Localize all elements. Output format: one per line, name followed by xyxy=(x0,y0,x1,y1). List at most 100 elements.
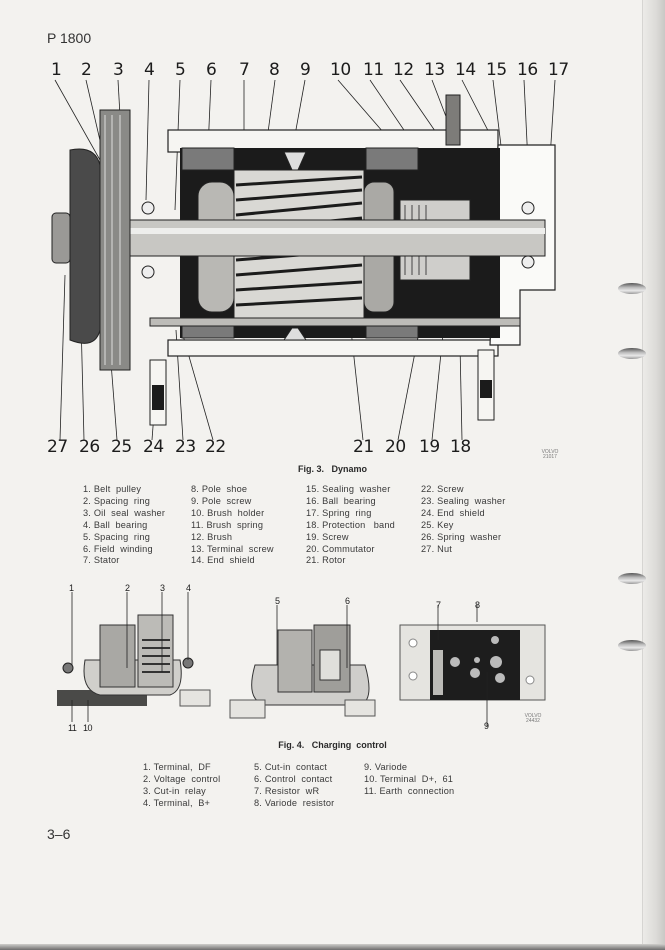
callout-23: 23 xyxy=(175,437,196,457)
legend-item: 14. End shield xyxy=(191,555,255,566)
legend-item: 23. Sealing washer xyxy=(421,495,506,506)
legend-item: 21. Rotor xyxy=(306,555,346,566)
page-header: P 1800 xyxy=(47,30,92,46)
callout-9: 9 xyxy=(300,60,311,80)
callout-f4-10: 10 xyxy=(83,723,93,733)
callout-19: 19 xyxy=(419,437,440,457)
legend-item: 22. Screw xyxy=(421,484,464,494)
legend-item: 17. Spring ring xyxy=(306,507,372,518)
callout-20: 20 xyxy=(385,437,406,457)
legend-item: 18. Protection band xyxy=(306,519,395,530)
callout-6: 6 xyxy=(206,60,217,80)
fig4-volvo-mark: VOLVO 24432 xyxy=(524,713,542,724)
legend-item: 3. Cut-in relay xyxy=(143,785,206,796)
fig4-caption: Fig. 4. Charging control xyxy=(278,740,387,750)
fig3-caption: Fig. 3. Dynamo xyxy=(297,464,367,474)
fig3-legend-col-3: 15. Sealing washer 16. Ball bearing 17. … xyxy=(306,484,395,567)
legend-item: 19. Screw xyxy=(306,531,349,542)
callout-f4-3: 3 xyxy=(160,583,165,593)
regulator-cover-off xyxy=(57,614,211,707)
legend-item: 27. Nut xyxy=(421,543,453,554)
legend-item: 9. Pole screw xyxy=(191,495,252,506)
fig4-legend-col-1: 1. Terminal, DF 2. Voltage control 3. Cu… xyxy=(143,762,220,810)
callout-f4-2: 2 xyxy=(125,583,130,593)
page-edge xyxy=(643,0,665,950)
fig4-legend-col-3: 9. Variode 10. Terminal D+, 61 11. Earth… xyxy=(364,762,454,798)
legend-item: 8. Variode resistor xyxy=(254,797,335,808)
regulator-relay-view xyxy=(229,624,376,719)
legend-item: 6. Control contact xyxy=(254,773,333,784)
callout-25: 25 xyxy=(111,437,132,457)
fig3-legend-col-2: 8. Pole shoe 9. Pole screw 10. Brush hol… xyxy=(191,484,274,567)
callout-17: 17 xyxy=(548,60,569,80)
legend-item: 20. Commutator xyxy=(306,543,375,554)
legend-item: 1. Terminal, DF xyxy=(143,762,211,772)
callout-f4-1: 1 xyxy=(69,583,74,593)
callout-2: 2 xyxy=(81,60,92,80)
binder-hole-icon xyxy=(618,573,646,584)
legend-item: 10. Brush holder xyxy=(191,507,265,518)
callout-f4-6: 6 xyxy=(345,596,350,606)
legend-item: 25. Key xyxy=(421,519,454,530)
legend-item: 5. Spacing ring xyxy=(83,531,151,542)
regulator-underside xyxy=(399,624,546,701)
page-bottom-edge xyxy=(0,944,665,950)
legend-item: 16. Ball bearing xyxy=(306,495,376,506)
legend-item: 11. Brush spring xyxy=(191,519,264,530)
callout-21: 21 xyxy=(353,437,374,457)
fig3-legend-col-4: 22. Screw 23. Sealing washer 24. End shi… xyxy=(421,484,506,555)
callout-f4-7: 7 xyxy=(436,600,441,610)
callout-f4-11: 11 xyxy=(68,723,77,733)
legend-item: 3. Oil seal washer xyxy=(83,507,166,518)
legend-item: 11. Earth connection xyxy=(364,785,455,796)
legend-item: 26. Spring washer xyxy=(421,531,502,542)
fig4-legend-col-2: 5. Cut-in contact 6. Control contact 7. … xyxy=(254,762,334,810)
callout-26: 26 xyxy=(79,437,100,457)
legend-item: 8. Pole shoe xyxy=(191,484,248,494)
legend-item: 15. Sealing washer xyxy=(306,484,391,494)
legend-item: 4. Ball bearing xyxy=(83,519,148,530)
legend-item: 6. Field winding xyxy=(83,543,153,554)
callout-27: 27 xyxy=(47,437,68,457)
callout-10: 10 xyxy=(330,60,351,80)
legend-item: 2. Spacing ring xyxy=(83,495,151,506)
charging-control-photos xyxy=(57,592,546,727)
binder-hole-icon xyxy=(618,640,646,651)
dynamo-cross-section-drawing xyxy=(51,79,556,441)
fig3-legend-col-1: 1. Belt pulley 2. Spacing ring 3. Oil se… xyxy=(83,484,165,567)
callout-18: 18 xyxy=(450,437,471,457)
callout-7: 7 xyxy=(239,60,250,80)
legend-item: 7. Stator xyxy=(83,555,120,566)
legend-item: 5. Cut-in contact xyxy=(254,762,328,772)
legend-item: 4. Terminal, B+ xyxy=(143,797,211,808)
callout-3: 3 xyxy=(113,60,124,80)
legend-item: 12. Brush xyxy=(191,531,233,542)
legend-item: 13. Terminal screw xyxy=(191,543,274,554)
callout-f4-5: 5 xyxy=(275,596,280,606)
callout-1: 1 xyxy=(51,60,62,80)
legend-item: 7. Resistor wR xyxy=(254,785,320,796)
page-fold-line xyxy=(642,0,643,950)
legend-item: 24. End shield xyxy=(421,507,485,518)
callout-4: 4 xyxy=(144,60,155,80)
callout-12: 12 xyxy=(393,60,414,80)
callout-16: 16 xyxy=(517,60,538,80)
callout-14: 14 xyxy=(455,60,476,80)
legend-item: 1. Belt pulley xyxy=(83,484,142,494)
legend-item: 2. Voltage control xyxy=(143,773,221,784)
legend-item: 10. Terminal D+, 61 xyxy=(364,773,454,784)
binder-hole-icon xyxy=(618,283,646,294)
callout-13: 13 xyxy=(424,60,445,80)
callout-24: 24 xyxy=(143,437,164,457)
callout-11: 11 xyxy=(363,60,384,80)
binder-hole-icon xyxy=(618,348,646,359)
fig3-volvo-mark: VOLVO 21017 xyxy=(541,449,559,460)
callout-f4-9: 9 xyxy=(484,721,489,731)
callout-22: 22 xyxy=(205,437,226,457)
callout-f4-4: 4 xyxy=(186,583,191,593)
legend-item: 9. Variode xyxy=(364,762,408,772)
callout-f4-8: 8 xyxy=(475,600,480,610)
callout-5: 5 xyxy=(175,60,186,80)
callout-8: 8 xyxy=(269,60,280,80)
callout-15: 15 xyxy=(486,60,507,80)
